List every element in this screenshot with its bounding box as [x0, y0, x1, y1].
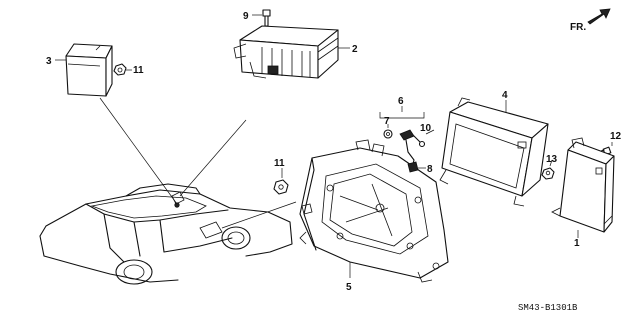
part-11-nut-middle[interactable] [273, 179, 289, 195]
callout-12: 12 [610, 131, 622, 142]
callout-4: 4 [502, 90, 508, 101]
callout-5: 5 [346, 282, 352, 293]
callout-13: 13 [546, 154, 558, 165]
part-5-mounting-bracket[interactable] [299, 139, 449, 283]
diagram-code: SM43-B1301B [518, 303, 578, 313]
callout-2: 2 [352, 44, 358, 55]
callout-3: 3 [46, 56, 52, 67]
part-2-control-unit[interactable] [233, 25, 339, 79]
part-3-module[interactable] [65, 43, 113, 97]
callout-9: 9 [243, 11, 249, 22]
vehicle-outline [39, 183, 293, 285]
part-6-wire-harness[interactable] [399, 129, 426, 169]
part-4-unit[interactable] [439, 97, 549, 207]
part-7-grommet[interactable] [383, 129, 393, 139]
fr-label: FR. [570, 22, 586, 33]
callout-10: 10 [420, 123, 432, 134]
part-1-unit[interactable] [551, 137, 615, 233]
callout-8: 8 [427, 164, 433, 175]
callout-7: 7 [384, 116, 390, 127]
part-11-nut-left[interactable] [113, 63, 127, 76]
part-8-clip[interactable] [407, 161, 419, 173]
callout-11-left: 11 [133, 65, 144, 76]
callout-6: 6 [398, 96, 404, 107]
callout-11-middle: 11 [274, 158, 285, 169]
part-9-bolt[interactable] [262, 9, 271, 27]
callout-1: 1 [574, 238, 580, 249]
front-direction-arrow-icon [587, 8, 611, 25]
part-13-nut[interactable] [541, 167, 555, 180]
front-direction-indicator: FR. [570, 8, 611, 33]
